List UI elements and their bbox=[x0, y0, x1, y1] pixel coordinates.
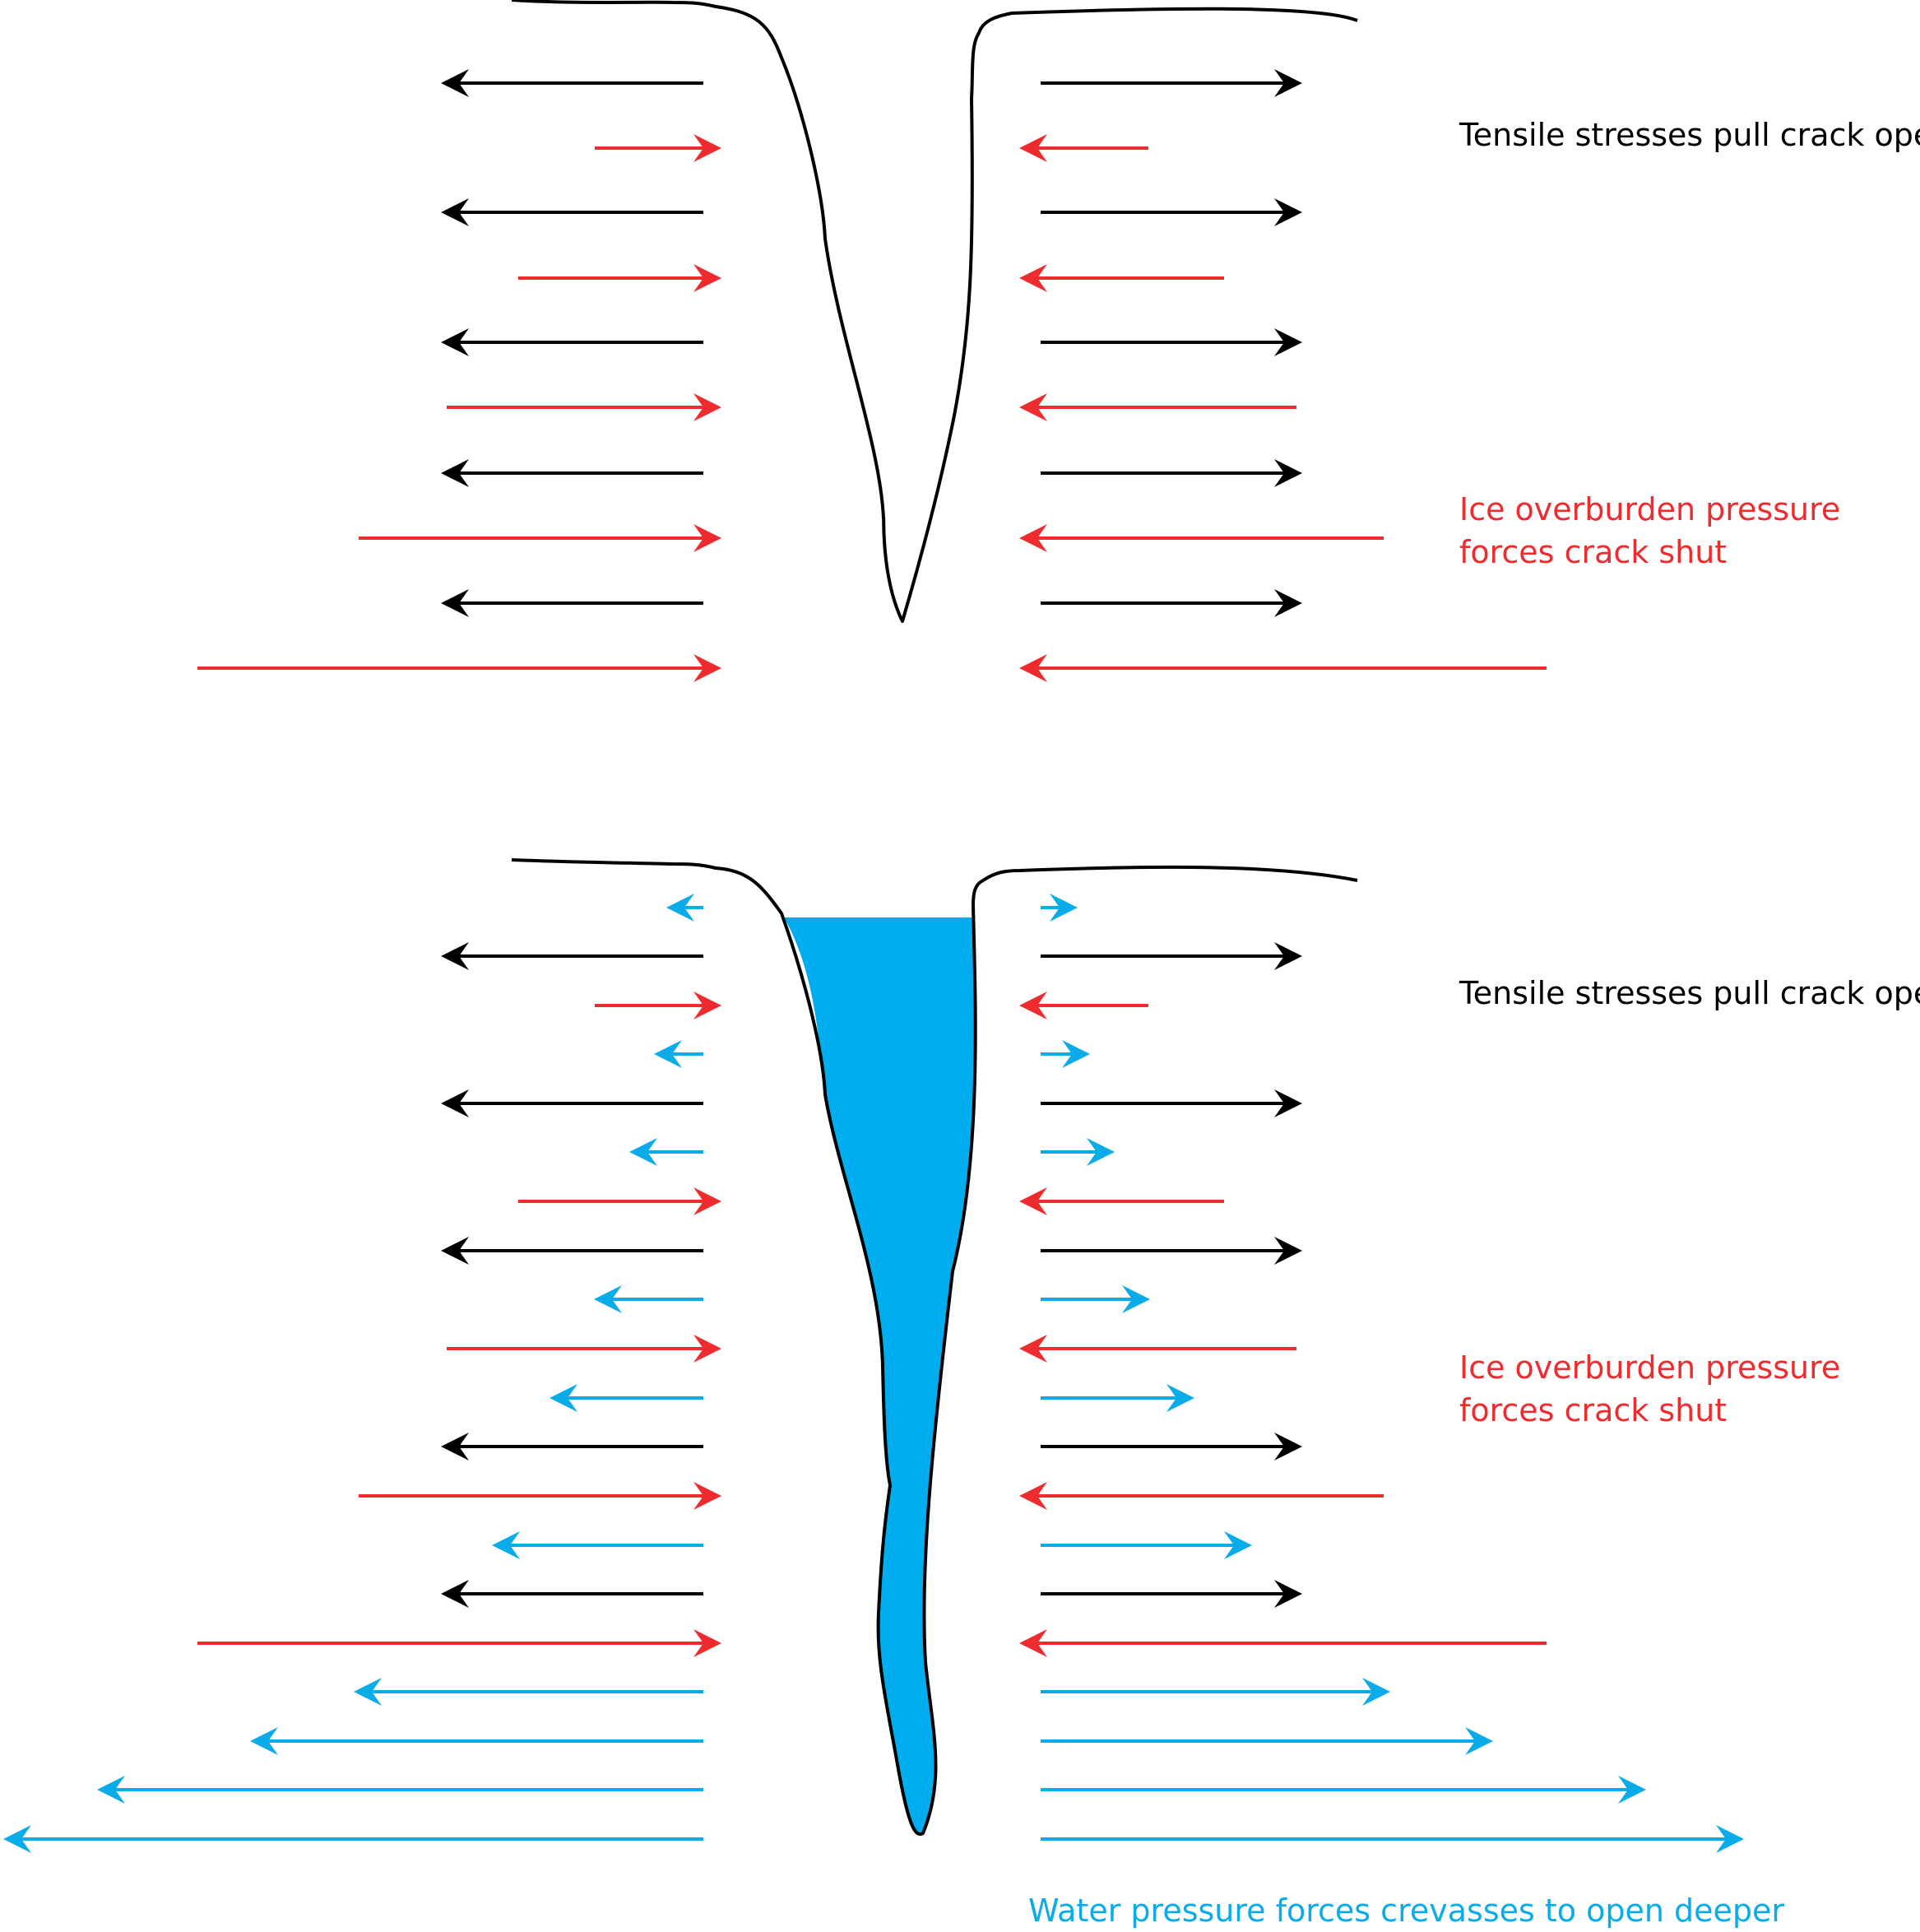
tension-arrow-right-4 bbox=[1041, 328, 1302, 356]
overburden-arrow-left-7 bbox=[359, 524, 721, 552]
tension-arrow-right-0 bbox=[1041, 69, 1302, 97]
tension-arrow-left-4 bbox=[441, 328, 703, 356]
overburden-arrow-right-22 bbox=[1019, 1482, 1384, 1510]
overburden-arrow-right-16 bbox=[1019, 1187, 1224, 1215]
water-pressure-arrow-left-27 bbox=[250, 1727, 703, 1755]
water-pressure-arrow-left-28 bbox=[97, 1776, 703, 1804]
overburden-arrow-left-3 bbox=[518, 264, 721, 292]
water-pressure-arrow-left-23 bbox=[492, 1531, 703, 1559]
top-overburden-label: Ice overburden pressure forces crack shu… bbox=[1459, 491, 1841, 570]
overburden-arrow-right-19 bbox=[1019, 1335, 1296, 1363]
overburden-arrow-left-12 bbox=[595, 992, 721, 1019]
overburden-arrow-right-25 bbox=[1019, 1629, 1547, 1657]
bottom-crevasse-outline bbox=[511, 858, 1358, 1836]
water-pressure-arrow-right-26 bbox=[1041, 1678, 1390, 1706]
force-arrows bbox=[3, 69, 1744, 1853]
water-pressure-label: Water pressure forces crevasses to open … bbox=[1028, 1893, 1785, 1929]
tension-arrow-right-8 bbox=[1041, 589, 1302, 617]
overburden-arrow-right-12 bbox=[1019, 992, 1148, 1019]
overburden-arrow-left-5 bbox=[447, 393, 721, 421]
tension-arrow-left-21 bbox=[441, 1433, 703, 1461]
tension-arrow-left-8 bbox=[441, 589, 703, 617]
overburden-arrow-left-1 bbox=[595, 134, 721, 162]
crevasse-water bbox=[784, 917, 976, 1835]
water-pressure-arrow-right-23 bbox=[1041, 1531, 1252, 1559]
tension-arrow-right-21 bbox=[1041, 1433, 1302, 1461]
top-tension-label: Tensile stresses pull crack open bbox=[1459, 117, 1920, 153]
tension-arrow-left-0 bbox=[441, 69, 703, 97]
water-pressure-arrow-right-13 bbox=[1041, 1040, 1090, 1068]
water-pressure-arrow-left-20 bbox=[550, 1384, 703, 1412]
tension-arrow-left-11 bbox=[441, 942, 703, 970]
tension-arrow-right-14 bbox=[1041, 1089, 1302, 1117]
overburden-arrow-left-25 bbox=[197, 1629, 721, 1657]
tension-arrow-left-14 bbox=[441, 1089, 703, 1117]
water-pressure-arrow-left-26 bbox=[354, 1678, 703, 1706]
water-pressure-arrow-right-29 bbox=[1041, 1825, 1744, 1853]
tension-arrow-right-2 bbox=[1041, 198, 1302, 226]
bottom-tension-label: Tensile stresses pull crack open bbox=[1459, 975, 1920, 1011]
water-pressure-arrow-right-28 bbox=[1041, 1776, 1646, 1804]
top-crevasse-outline bbox=[511, 0, 1358, 623]
water-pressure-arrow-left-15 bbox=[629, 1138, 703, 1166]
tension-arrow-right-17 bbox=[1041, 1237, 1302, 1265]
water-pressure-arrow-left-13 bbox=[654, 1040, 703, 1068]
water-pressure-arrow-right-27 bbox=[1041, 1727, 1493, 1755]
tension-arrow-left-24 bbox=[441, 1580, 703, 1608]
water-pressure-arrow-right-18 bbox=[1041, 1285, 1150, 1313]
overburden-arrow-right-3 bbox=[1019, 264, 1224, 292]
overburden-arrow-right-7 bbox=[1019, 524, 1384, 552]
water-pressure-arrow-left-29 bbox=[3, 1825, 703, 1853]
tension-arrow-left-6 bbox=[441, 459, 703, 487]
water-pressure-arrow-left-18 bbox=[594, 1285, 703, 1313]
overburden-arrow-left-19 bbox=[447, 1335, 721, 1363]
water-pressure-arrow-right-15 bbox=[1041, 1138, 1115, 1166]
water-pressure-arrow-right-20 bbox=[1041, 1384, 1194, 1412]
tension-arrow-right-6 bbox=[1041, 459, 1302, 487]
overburden-arrow-left-22 bbox=[359, 1482, 721, 1510]
tension-arrow-left-2 bbox=[441, 198, 703, 226]
tension-arrow-left-17 bbox=[441, 1237, 703, 1265]
overburden-arrow-right-1 bbox=[1019, 134, 1148, 162]
water-pressure-arrow-left-10 bbox=[666, 894, 703, 922]
overburden-arrow-left-9 bbox=[197, 654, 721, 682]
tension-arrow-right-24 bbox=[1041, 1580, 1302, 1608]
crevasse-outlines bbox=[511, 0, 1358, 1836]
overburden-arrow-right-9 bbox=[1019, 654, 1547, 682]
overburden-arrow-right-5 bbox=[1019, 393, 1296, 421]
bottom-overburden-label: Ice overburden pressure forces crack shu… bbox=[1459, 1349, 1841, 1428]
water-pressure-arrow-right-10 bbox=[1041, 894, 1078, 922]
tension-arrow-right-11 bbox=[1041, 942, 1302, 970]
overburden-arrow-left-16 bbox=[518, 1187, 721, 1215]
